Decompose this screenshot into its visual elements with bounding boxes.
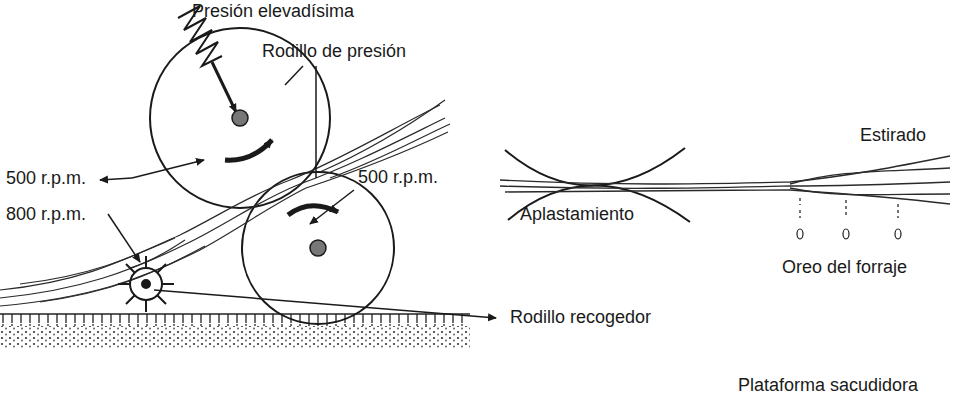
forage-stream	[0, 100, 450, 306]
roller-axle	[310, 240, 326, 256]
text-label: Plataforma sacudidora	[738, 376, 918, 396]
text-label: Oreo del forraje	[782, 258, 907, 278]
text-label: Presión elevadísima	[192, 2, 354, 22]
text-label: 500 r.p.m.	[358, 168, 438, 188]
rotation-arrow	[225, 140, 272, 160]
pressure-spring	[178, 6, 236, 112]
rotation-arrow	[288, 206, 338, 215]
text-label: Rodillo recogedor	[510, 308, 651, 328]
roller-axle	[232, 110, 248, 126]
text-label: 500 r.p.m.	[6, 169, 86, 189]
drip-drops	[797, 198, 901, 239]
text-label: 800 r.p.m.	[6, 205, 86, 225]
platform-line	[0, 313, 470, 315]
stretched-stems	[500, 156, 950, 204]
lower-roller	[242, 172, 394, 324]
platform-ticks	[0, 314, 470, 326]
ground-texture	[0, 326, 470, 348]
leader-lines	[100, 66, 496, 318]
text-label: Aplastamiento	[520, 205, 634, 225]
text-label: Rodillo de presión	[262, 42, 406, 62]
pickup-reel	[118, 256, 174, 312]
text-label: Estirado	[860, 126, 926, 146]
